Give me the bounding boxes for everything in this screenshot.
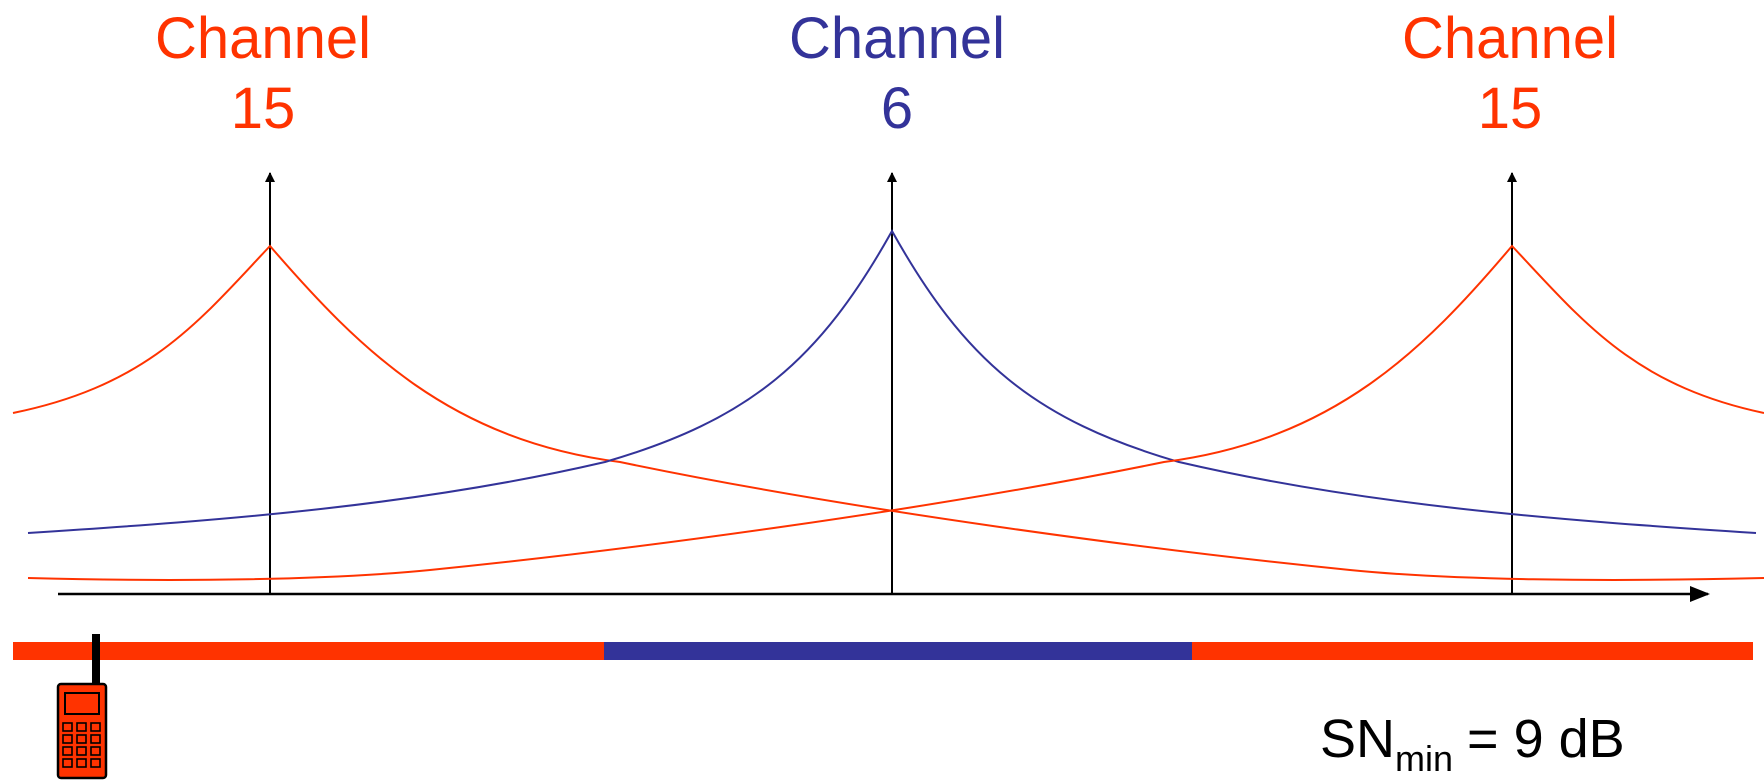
channel-label-center-word: Channel: [789, 6, 1005, 71]
sn-min-value: = 9 dB: [1467, 709, 1625, 769]
channel-label-right: Channel 15: [1402, 6, 1618, 141]
phone-keypad: [62, 722, 101, 768]
channel-label-right-word: Channel: [1402, 6, 1618, 71]
coverage-segment-channel-6: [604, 642, 1193, 660]
channel-label-left: Channel 15: [155, 6, 371, 141]
channel-label-center-number: 6: [881, 76, 913, 141]
channel-label-left-word: Channel: [155, 6, 371, 71]
sn-min-prefix: SN: [1320, 709, 1395, 769]
coverage-segment-channel-15-right: [1192, 642, 1753, 660]
signal-curve-channel-15-right: [27, 244, 1764, 581]
signal-curve-channel-6: [27, 228, 1757, 534]
signal-curve-channel-15-left: [12, 244, 1764, 581]
phone-screen: [64, 692, 100, 715]
mobile-phone-icon: [56, 634, 108, 780]
coverage-bar: [13, 642, 1753, 660]
channel-label-right-number: 15: [1478, 76, 1543, 141]
sn-min-subscript: min: [1395, 738, 1453, 779]
phone-antenna: [92, 634, 100, 690]
sn-min-label: SNmin = 9 dB: [1320, 709, 1625, 779]
channel-label-left-number: 15: [231, 76, 296, 141]
coverage-segment-channel-15-left: [13, 642, 605, 660]
channel-label-center: Channel 6: [789, 6, 1005, 141]
